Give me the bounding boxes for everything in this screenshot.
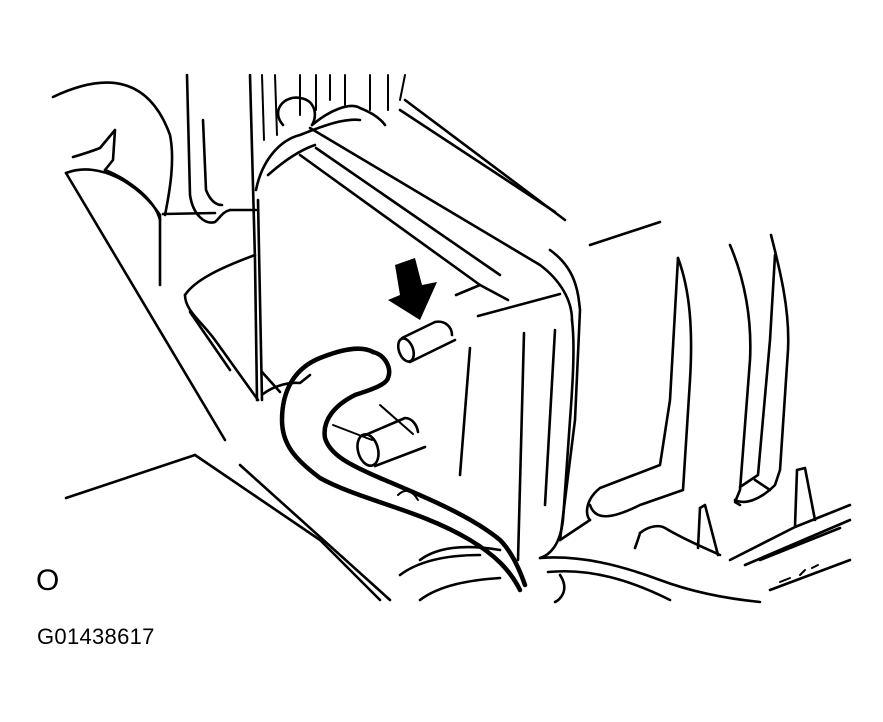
vacuum-port-upper: [396, 320, 457, 364]
right-bracket: [548, 220, 852, 567]
module-housing: [254, 98, 575, 562]
callout-arrow-icon: [388, 258, 437, 320]
figure-code-label: G01438617: [37, 624, 155, 649]
lower-ledges: [64, 253, 392, 602]
orientation-mark: O: [36, 564, 60, 597]
lower-hoses: [398, 526, 852, 604]
mount-knob: [276, 96, 387, 127]
vacuum-hose: [279, 346, 528, 593]
vacuum-port-lower: [332, 404, 427, 501]
left-housing: [51, 81, 227, 442]
back-ribs: [185, 73, 406, 402]
